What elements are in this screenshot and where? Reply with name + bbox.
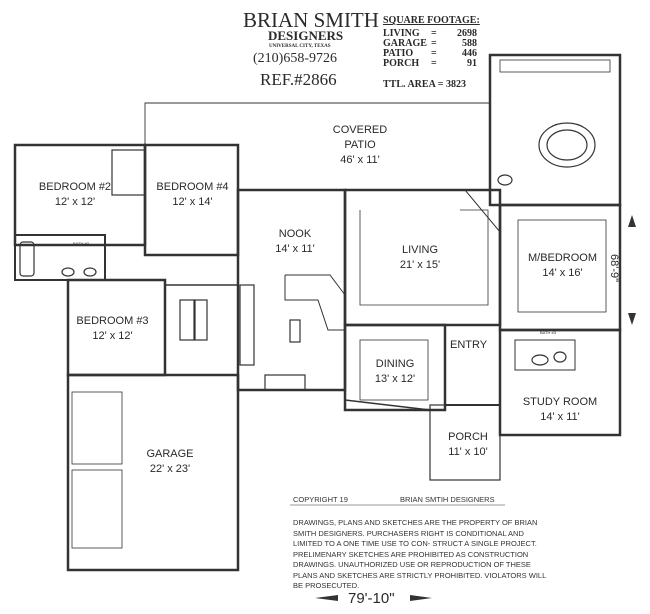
arrow-left (315, 595, 338, 601)
bath2-walls (14, 234, 106, 281)
sqft-eq: = (431, 48, 437, 59)
porch-walls (429, 404, 501, 481)
sqft-total: TTL. AREA = 3823 (383, 80, 466, 90)
room-covered-patio: COVERED PATIO 46' x 11' (320, 123, 400, 168)
company-phone: (210)658-9726 (253, 51, 337, 66)
arrow-up (628, 215, 636, 227)
room-size: 14' x 16' (542, 267, 583, 279)
sqft-label: PATIO (383, 48, 414, 59)
room-size: 14' x 11' (275, 243, 315, 255)
room-name: BEDROOM #2 (38, 181, 112, 193)
room-porch: PORCH 11' x 10' (438, 430, 498, 460)
room-dining: DINING 13' x 12' (360, 357, 430, 387)
room-name: PORCH (448, 431, 488, 443)
room-name: NOOK (278, 228, 312, 240)
room-name: M/BEDROOM (527, 252, 598, 264)
room-study: STUDY ROOM 14' x 11' (510, 395, 610, 425)
room-name: COVERED (332, 124, 388, 136)
room-name: BEDROOM #3 (76, 315, 149, 327)
garage-door-2 (71, 469, 123, 549)
room-name: BEDROOM #4 (156, 181, 229, 193)
sqft-row: GARAGE = 588 (383, 39, 477, 49)
company-name: BRIAN SMITH (243, 8, 379, 32)
room-name: DINING (375, 358, 415, 370)
room-name: LIVING (401, 244, 439, 256)
copyright-notice: DRAWINGS, PLANS AND SKETCHES ARE THE PRO… (293, 518, 546, 590)
room-mbedroom: M/BEDROOM 14' x 16' (515, 251, 610, 281)
room-size: 12' x 14' (172, 196, 213, 208)
room-size: 22' x 23' (149, 463, 191, 475)
room-size: 12' x 12' (54, 196, 96, 208)
bath3-hall (164, 284, 239, 376)
sqft-title: SQUARE FOOTAGE: (383, 15, 480, 26)
sqft-eq: = (431, 28, 437, 39)
sqft-row: PATIO = 446 (383, 49, 477, 59)
sqft-label: PORCH (383, 58, 420, 69)
sqft-value: 588 (462, 38, 477, 49)
room-bedroom-4: BEDROOM #4 12' x 14' (150, 180, 235, 210)
sqft-label: LIVING (383, 28, 420, 39)
study-walls (498, 328, 622, 437)
arrow-down (628, 313, 636, 325)
plan-ref: REF.#2866 (260, 70, 337, 89)
room-nook: NOOK 14' x 11' (260, 227, 330, 257)
room-name: PATIO (344, 139, 376, 151)
room-size: 21' x 15' (399, 259, 441, 271)
garage-door-1 (71, 391, 123, 465)
company-subtitle: DESIGNERS (268, 28, 344, 43)
room-entry: ENTRY (450, 339, 488, 351)
sqft-value: 446 (462, 48, 477, 59)
sqft-value: 2698 (457, 28, 477, 39)
sqft-total-value: 3823 (445, 79, 466, 90)
patio-outline (144, 102, 491, 190)
sqft-eq: = (431, 58, 437, 69)
sqft-row: LIVING = 2698 (383, 29, 477, 39)
garage-walls (66, 373, 240, 572)
sqft-eq: = (431, 38, 437, 49)
room-garage: GARAGE 22' x 23' (125, 447, 215, 477)
company-location: UNIVERSAL CITY, TEXAS (269, 44, 331, 49)
arrow-right (410, 595, 432, 601)
closet (111, 149, 146, 196)
sqft-label: GARAGE (383, 38, 427, 49)
room-size: 12' x 12' (92, 330, 133, 342)
room-living: LIVING 21' x 15' (380, 243, 460, 273)
sqft-total-label: TTL. AREA = (383, 79, 444, 90)
room-size: 11' x 10' (448, 446, 488, 458)
room-bath-3: BATH #3 (540, 330, 556, 335)
copyright-line: COPYRIGHT 19 (293, 495, 348, 504)
room-name: STUDY ROOM (522, 396, 598, 408)
room-name: GARAGE (146, 448, 194, 460)
sqft-row: PORCH = 91 (383, 59, 477, 69)
copyright-owner: BRIAN SMTIH DESIGNERS (400, 495, 495, 504)
dimension-depth: 68'-9" (608, 253, 621, 283)
room-size: 14' x 11' (540, 411, 580, 423)
tub (19, 241, 35, 277)
dimension-width: 79'-10" (348, 590, 395, 607)
room-bedroom-3: BEDROOM #3 12' x 12' (70, 314, 155, 344)
sqft-value: 91 (467, 58, 477, 69)
sqft-table: LIVING = 2698 GARAGE = 588 PATIO = 446 PORCH = 9… (383, 29, 477, 69)
room-size: 13' x 12' (374, 373, 416, 385)
master-bath-walls (488, 53, 622, 207)
tub-master (538, 122, 596, 168)
room-bath-2: BATH #2 (73, 241, 89, 246)
room-size: 46' x 11' (340, 154, 380, 166)
room-bedroom-2: BEDROOM #2 12' x 12' (20, 180, 130, 210)
entry-walls (444, 324, 501, 406)
